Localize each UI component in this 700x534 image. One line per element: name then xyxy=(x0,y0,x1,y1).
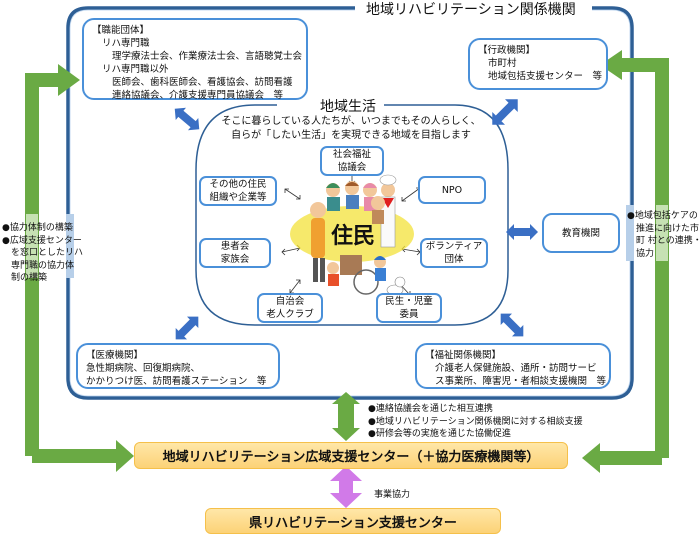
note-line: ●地域包括ケアの xyxy=(627,211,698,221)
blue-double-arrow-professional xyxy=(174,107,200,131)
prefectural-support-center: 県リハビリテーション支援センター xyxy=(205,508,501,534)
welfare-line: ス事業所、障害児・者相談支援機関 等 xyxy=(435,376,607,387)
professional-line: 理学療法士会、作業療法士会、言語聴覚士会 xyxy=(112,51,303,62)
blue-double-arrow-administrative xyxy=(492,99,518,125)
node-npo: NPO xyxy=(418,176,486,204)
prefectural-support-center-label: 県リハビリテーション支援センター xyxy=(249,515,457,531)
node-social-welfare-council: 社会福祉 協議会 xyxy=(320,146,384,176)
node-label: 民生・児童 xyxy=(385,296,433,307)
frame-title: 地域リハビリテーション関係機関 xyxy=(358,0,584,19)
medical-line: 急性期病院、回復期病院、 xyxy=(86,363,201,374)
professional-heading: 【職能団体】 xyxy=(92,25,150,36)
node-label: その他の住民 xyxy=(209,179,267,190)
regional-support-center: 地域リハビリテーション広域支援センター（＋協力医療機関等） xyxy=(134,442,568,469)
blue-double-arrow-education xyxy=(506,224,538,240)
note-line: を窓口としたリハ xyxy=(2,248,84,258)
administrative-line: 地域包括支援センター 等 xyxy=(488,71,603,82)
regional-support-center-label: 地域リハビリテーション広域支援センター（＋協力医療機関等） xyxy=(162,450,540,465)
professional-line: リハ専門職 xyxy=(102,38,150,49)
node-label: 自治会 xyxy=(275,296,305,307)
cooperation-label: 事業協力 xyxy=(374,490,411,500)
note-line: ●協力体制の構築 xyxy=(2,223,73,233)
node-neighborhood-associations: 自治会 老人クラブ xyxy=(257,293,323,323)
note-line: ●広域支援センター xyxy=(2,235,82,246)
note-line: 制の構築 xyxy=(2,273,48,283)
education-box: 教育機関 xyxy=(542,213,620,253)
purple-double-arrow xyxy=(330,466,362,508)
node-label: 組織や企業等 xyxy=(209,192,267,203)
professional-line: 医師会、歯科医師会、看護協会、訪問看護 xyxy=(112,77,293,88)
description-line: そこに暮らしている人たちが、いつまでもその人らしく、 xyxy=(221,116,481,127)
node-label: 団体 xyxy=(444,254,464,265)
node-patients-families: 患者会 家族会 xyxy=(199,238,271,268)
residents-illustration xyxy=(290,174,414,296)
node-commissioners: 民生・児童 委員 xyxy=(376,293,442,323)
node-label: 老人クラブ xyxy=(266,309,314,320)
administrative-heading: 【行政機関】 xyxy=(478,45,536,56)
green-arrow-right xyxy=(582,50,669,473)
blue-double-arrow-medical xyxy=(175,316,199,340)
blue-double-arrow-welfare xyxy=(500,313,524,337)
medical-line: かかりつけ医、訪問看護ステーション 等 xyxy=(86,376,267,387)
note-line: ●連絡協議会を通じた相互連携 xyxy=(368,404,493,414)
community-life-description: そこに暮らしている人たちが、いつまでもその人らしく、 自らが「したい生活」を実現… xyxy=(218,115,484,143)
green-double-arrow-vertical xyxy=(332,392,360,441)
node-label: NPO xyxy=(441,184,463,196)
medical-organizations-box: 【医療機関】 急性期病院、回復期病院、 かかりつけ医、訪問看護ステーション 等 xyxy=(76,343,280,389)
professional-line: リハ専門職以外 xyxy=(102,64,169,75)
right-note: ●地域包括ケアの 推進に向けた市 町 村との連携・ 協力 xyxy=(627,210,700,260)
node-label: 協議会 xyxy=(337,162,367,173)
node-other-residents: その他の住民 組織や企業等 xyxy=(199,176,277,206)
middle-note: ●連絡協議会を通じた相互連携 ●地域リハビリテーション関係機関に対する相談支援 … xyxy=(368,403,583,441)
professional-line: 連絡協議会、介護支援専門員協議会 等 xyxy=(112,90,284,101)
residents-label: 住民 xyxy=(331,224,376,249)
welfare-heading: 【福祉関係機関】 xyxy=(425,350,502,361)
note-line: 推進に向けた市 xyxy=(636,223,700,234)
note-line: ●研修会等の実施を通じた協働促進 xyxy=(368,429,511,439)
green-arrow-left xyxy=(25,64,134,472)
professional-organizations-box: 【職能団体】 リハ専門職 理学療法士会、作業療法士会、言語聴覚士会 リハ専門職以… xyxy=(82,18,308,101)
node-label: 委員 xyxy=(399,309,419,320)
note-line: 町 村との連携・ xyxy=(636,236,700,246)
description-line: 自らが「したい生活」を実現できる地域を目指します xyxy=(231,130,471,141)
note-line: 専門職の協力体 xyxy=(2,260,75,271)
node-volunteer-groups: ボランティア 団体 xyxy=(420,238,488,268)
welfare-line: 介護老人保健施設、通所・訪問サービ xyxy=(435,363,597,374)
node-label: ボランティア xyxy=(425,241,483,252)
node-label: 患者会 xyxy=(220,241,250,252)
welfare-organizations-box: 【福祉関係機関】 介護老人保健施設、通所・訪問サービ ス事業所、障害児・者相談支… xyxy=(415,343,611,389)
note-line: 協力 xyxy=(636,248,655,259)
node-label: 家族会 xyxy=(220,254,250,265)
administrative-line: 市町村 xyxy=(488,58,517,69)
community-life-frame xyxy=(195,104,509,326)
administrative-organizations-box: 【行政機関】 市町村 地域包括支援センター 等 xyxy=(468,38,608,90)
medical-heading: 【医療機関】 xyxy=(86,350,144,361)
community-life-title: 地域生活 xyxy=(312,96,384,116)
node-label: 社会福祉 xyxy=(332,149,371,160)
left-note: ●協力体制の構築 ●広域支援センター を窓口としたリハ 専門職の協力体 制の構築 xyxy=(2,222,83,285)
note-line: ●地域リハビリテーション関係機関に対する相談支援 xyxy=(368,416,583,427)
education-label: 教育機関 xyxy=(561,227,600,239)
